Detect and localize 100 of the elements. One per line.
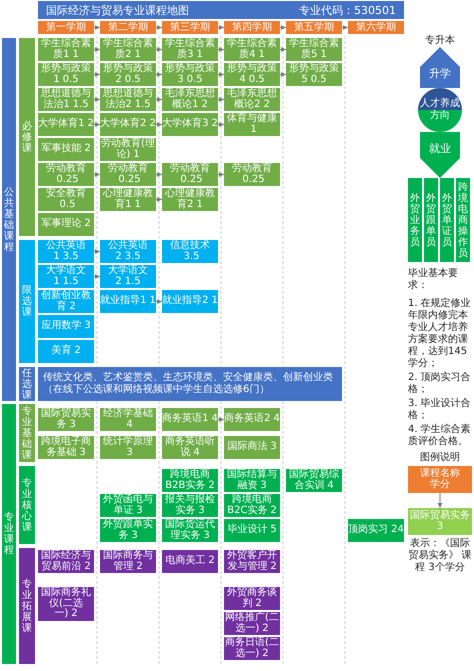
course-box: 信息技术 3.5 (162, 240, 218, 263)
course-box: 国际货运代理实务 3 (162, 519, 218, 542)
course-box: 就业指导1 1 (100, 290, 156, 313)
course-box: 学生综合素质5 1 (286, 38, 342, 61)
course-box: 思想道德与法治1 1.5 (38, 88, 94, 111)
category-band: 专业拓展课 (19, 548, 35, 664)
edge-label: 升学 (429, 68, 451, 80)
category-band: 专业核心课 (19, 466, 35, 544)
legend-note: 表示：《国际贸易实务》 课程 3个学分 (407, 538, 473, 574)
arrow (156, 299, 162, 304)
course-box: 美育 2 (38, 340, 94, 363)
requirement-item: 3. 毕业设计合格； (408, 398, 472, 422)
course-box: 公共英语2 3.5 (100, 240, 156, 263)
course-box: 劳动教育 0.25 (38, 163, 94, 186)
requirement-item: 1. 在规定修业年限内修完本专业人才培养方案要求的课程，达到145学分； (408, 298, 472, 370)
course-box: 顶岗实习 24 (348, 519, 404, 542)
semester-header: 第六学期 (348, 21, 404, 34)
course-box: 跨境电子商务基础 3 (38, 436, 94, 459)
course-box: 国际商务与管理 2 (100, 550, 156, 573)
course-box: 外贸跟单实务 3 (100, 519, 156, 542)
career-bar: 外贸单证员 (440, 178, 454, 262)
arrow (218, 417, 224, 422)
arrow (94, 47, 100, 52)
semester-header: 第五学期 (286, 21, 342, 34)
course-box: 学生综合素质4 1 (224, 38, 280, 61)
course-box: 国际贸易综合实训 4 (286, 469, 342, 492)
arrow (156, 172, 162, 177)
arrow (94, 72, 100, 77)
edge-label: 就业 (429, 143, 451, 155)
course-box: 形势与政策2 0.5 (100, 63, 156, 86)
block-arrow (420, 132, 460, 178)
legend-title: 图例说明 (419, 452, 461, 464)
arrow (156, 47, 162, 52)
arrow (94, 249, 100, 254)
course-box: 学生综合素质3 1 (162, 38, 218, 61)
course-box: 经济学基础 4 (100, 408, 156, 431)
course-box: 大学体育1 2 (38, 113, 94, 136)
career-bar: 外贸跟单员 (424, 178, 438, 262)
course-box: 毕业设计 5 (224, 519, 280, 542)
course-box: 商务日语(二选一) 2 (224, 637, 280, 660)
arrow (94, 25, 100, 30)
semester-header: 第一学期 (38, 21, 94, 34)
course-box: 应用数学 3 (38, 315, 94, 338)
course-box: 报关与报检实务 3 (162, 494, 218, 517)
course-box: 劳动教育 0.25 (224, 163, 280, 186)
arrow (438, 492, 442, 508)
elective-band: 传统文化类、艺术鉴赏类、生态环境类、安全健康类、创新创业类（在线下公选课和网络视频课中学生自选选修6门） (38, 367, 342, 401)
course-box: 商务英语1 4 (162, 408, 218, 431)
category-band: 公共基础课程 (2, 38, 16, 401)
course-box: 毛泽东思想概论2 2 (224, 88, 280, 111)
course-box: 国际商务礼仪(二选一) 2 (38, 587, 94, 620)
course-box: 体育与健康 1 (224, 113, 280, 136)
course-box: 国际结算与融资 3 (224, 469, 280, 492)
title-text: 国际经济与贸易专业课程地图 (46, 2, 189, 18)
semester-header: 第四学期 (224, 21, 280, 34)
course-box: 跨境电商B2B实务 2 (162, 469, 218, 492)
arrow (156, 122, 162, 127)
category-band: 任选课 (19, 367, 35, 401)
arrow (156, 197, 162, 202)
course-box: 安全教育 0.5 (38, 188, 94, 211)
arrow (94, 172, 100, 177)
course-box: 军事理论 2 (38, 213, 94, 236)
arrow (218, 122, 224, 127)
arrow (94, 122, 100, 127)
arrow (156, 25, 162, 30)
target-text: 专升本 (408, 34, 472, 47)
course-box: 国际贸易实务 3 (38, 408, 94, 431)
course-box: 统计学原理 3 (100, 436, 156, 459)
semester-header: 第二学期 (100, 21, 156, 34)
arrow (280, 47, 286, 52)
arrow (280, 72, 286, 77)
arrow (156, 97, 162, 102)
course-box: 大学体育3 2 (162, 113, 218, 136)
course-box: 创新创业教育 2 (38, 290, 94, 313)
course-box: 劳动教育 0.25 (162, 163, 218, 186)
requirement-item: 4. 学生综合素质评价合格。 (408, 424, 472, 448)
course-box: 大学语文2 1.5 (100, 265, 156, 288)
legend-box: 课程名称 学分 (408, 466, 472, 493)
course-box: 劳动教育(理论) 1 (100, 138, 156, 161)
arrow (218, 47, 224, 52)
arrow (218, 97, 224, 102)
course-box: 商务英语听说 4 (162, 436, 218, 459)
arrow (342, 25, 348, 30)
arrow (156, 72, 162, 77)
category-band: 限选课 (19, 240, 35, 363)
course-box: 形势与政策1 0.5 (38, 63, 94, 86)
course-box: 大学语文1 1.5 (38, 265, 94, 288)
course-box: 劳动教育 0.25 (100, 163, 156, 186)
course-box: 形势与政策4 0.5 (224, 63, 280, 86)
semester-header: 第三学期 (162, 21, 218, 34)
course-box: 思想道德与法治2 1.5 (100, 88, 156, 111)
course-box: 商务英语2 4 (224, 408, 280, 431)
code-text: 专业代码：530501 (299, 2, 396, 18)
career-bar: 跨境电商操作员 (456, 178, 470, 262)
category-band: 专业课程 (2, 404, 16, 664)
arrow (218, 72, 224, 77)
course-box: 军事技能 2 (38, 138, 94, 161)
course-box: 形势与政策5 0.5 (286, 63, 342, 86)
course-box: 公共英语1 3.5 (38, 240, 94, 263)
arrow (218, 172, 224, 177)
